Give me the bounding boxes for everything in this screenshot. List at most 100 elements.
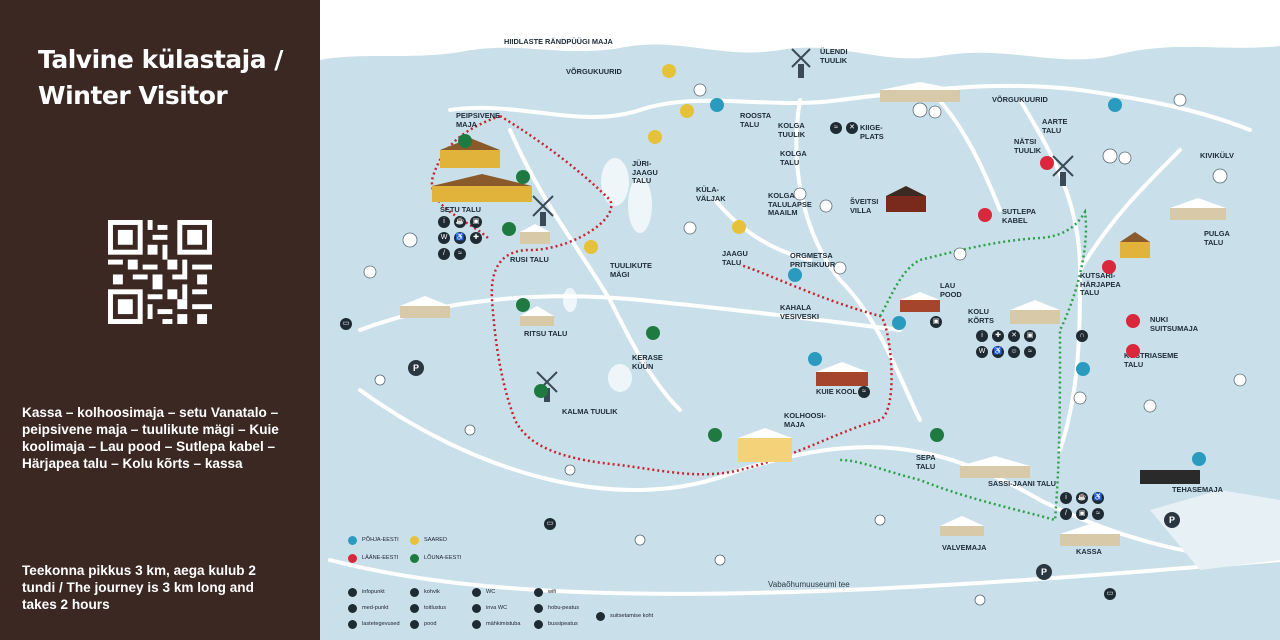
north-estonia-pin[interactable] <box>710 98 724 112</box>
label-kivikulv[interactable]: KIVIKÜLV <box>1200 151 1234 160</box>
parking-icon[interactable]: P <box>1164 512 1180 528</box>
south-estonia-pin[interactable] <box>708 428 722 442</box>
label-lau-pood[interactable]: LAU POOD <box>940 281 962 299</box>
wifi-icon[interactable]: ≈ <box>1024 346 1036 358</box>
west-estonia-pin[interactable] <box>1102 260 1116 274</box>
medical-icon[interactable]: ✚ <box>992 330 1004 342</box>
west-estonia-pin[interactable] <box>1126 344 1140 358</box>
south-estonia-pin[interactable] <box>458 134 472 148</box>
label-vorgukuurid-west[interactable]: VÕRGUKUURID <box>566 67 622 76</box>
label-tuulikute-magi[interactable]: TUULIKUTE MÄGI <box>610 261 652 279</box>
label-kuie-kool[interactable]: KUIE KOOL <box>816 387 858 396</box>
label-roosta-talu[interactable]: ROOSTA TALU <box>740 111 771 129</box>
bus-stop-icon[interactable]: ▭ <box>1104 588 1116 600</box>
islands-pin[interactable] <box>648 130 662 144</box>
wifi-icon[interactable]: ≈ <box>454 248 466 260</box>
label-orgmetsa-pritsikuur[interactable]: ORGMETSA PRITSIKUUR <box>790 251 836 269</box>
label-kula-valjak[interactable]: KÜLA-VÄLJAK <box>696 185 726 203</box>
label-kiige-plats[interactable]: KIIGE-PLATS <box>860 123 884 141</box>
smoking-icon[interactable]: / <box>1060 508 1072 520</box>
north-estonia-pin[interactable] <box>892 316 906 330</box>
info-icon[interactable]: i <box>438 216 450 228</box>
label-juri-jaagu-talu[interactable]: JÜRI-JAAGU TALU <box>632 159 658 185</box>
wc-icon[interactable]: W <box>438 232 450 244</box>
label-kostriaseme-talu[interactable]: KÖSTRIASEME TALU <box>1124 351 1179 369</box>
label-natsi-tuulik[interactable]: NÄTSI TUULIK <box>1014 137 1042 155</box>
label-peipsivene-maja[interactable]: PEIPSIVENE MAJA <box>456 111 500 129</box>
islands-pin[interactable] <box>732 220 746 234</box>
label-kerase-kuun[interactable]: KERASE KÜÜN <box>632 353 663 371</box>
label-kolu-korts[interactable]: KOLU KÕRTS <box>968 307 994 325</box>
wifi-icon[interactable]: ≈ <box>830 122 842 134</box>
west-estonia-pin[interactable] <box>1126 314 1140 328</box>
north-estonia-pin[interactable] <box>808 352 822 366</box>
bus-stop-icon[interactable]: ▭ <box>340 318 352 330</box>
south-estonia-pin[interactable] <box>502 222 516 236</box>
label-kolga-tuulik[interactable]: KOLGA TUULIK <box>778 121 806 139</box>
north-estonia-pin[interactable] <box>1192 452 1206 466</box>
label-ulendi-tuulik[interactable]: ÜLENDI TUULIK <box>820 47 848 65</box>
south-estonia-pin[interactable] <box>534 384 548 398</box>
label-kolga-talulapse-maailm[interactable]: KOLGA TALULAPSE MAAILM <box>768 191 812 217</box>
label-kolga-talu[interactable]: KOLGA TALU <box>780 149 807 167</box>
label-kalma-tuulik[interactable]: KALMA TUULIK <box>562 407 618 416</box>
label-sassi-jaani-talu[interactable]: SASSI-JAANI TALU <box>988 479 1057 488</box>
label-sveitsi-villa[interactable]: ŠVEITSI VILLA <box>850 197 879 215</box>
parking-icon[interactable]: P <box>1036 564 1052 580</box>
baby-change-icon[interactable]: ✚ <box>470 232 482 244</box>
label-pulga-talu[interactable]: PULGA TALU <box>1204 229 1230 247</box>
wifi-icon[interactable]: ≈ <box>858 386 870 398</box>
legend-service: hobu-peatus <box>548 605 580 611</box>
label-nuki-suitsumaja[interactable]: NUKI SUITSUMAJA <box>1150 315 1199 333</box>
label-tehasemaja[interactable]: TEHASEMAJA <box>1172 485 1223 494</box>
label-kassa[interactable]: KASSA <box>1076 547 1102 556</box>
restaurant-icon[interactable]: ✕ <box>1008 330 1020 342</box>
shop-icon[interactable]: ▣ <box>1024 330 1036 342</box>
label-kahala-vesiveski[interactable]: KAHALA VESIVESKI <box>780 303 820 321</box>
label-aarte-talu[interactable]: AARTE TALU <box>1042 117 1068 135</box>
shop-icon[interactable]: ▣ <box>930 316 942 328</box>
label-jaagu-talu[interactable]: JAAGU TALU <box>722 249 748 267</box>
wifi-icon[interactable]: ≈ <box>1092 508 1104 520</box>
accessible-wc-icon[interactable]: ♿ <box>454 232 466 244</box>
south-estonia-pin[interactable] <box>646 326 660 340</box>
horse-stop-icon[interactable]: ∩ <box>1076 330 1088 342</box>
baby-change-icon[interactable]: ☺ <box>1008 346 1020 358</box>
shop-icon[interactable]: ▣ <box>470 216 482 228</box>
label-kutsari-harjapea-talu[interactable]: KUTSARI-HÄRJAPEA TALU <box>1080 271 1121 297</box>
wc-icon[interactable]: W <box>976 346 988 358</box>
shop-icon[interactable]: ▣ <box>1076 508 1088 520</box>
label-rusi-talu[interactable]: RUSI TALU <box>510 255 549 264</box>
restaurant-icon[interactable]: ✕ <box>846 122 858 134</box>
info-icon[interactable]: i <box>976 330 988 342</box>
accessible-wc-icon[interactable]: ♿ <box>992 346 1004 358</box>
parking-icon[interactable]: P <box>408 360 424 376</box>
label-valvemaja[interactable]: VALVEMAJA <box>942 543 987 552</box>
south-estonia-pin[interactable] <box>516 170 530 184</box>
label-hiidlaste-randpuugi-maja[interactable]: HIIDLASTE RÄNDPÜÜGI MAJA <box>504 37 613 46</box>
museum-map[interactable]: HIIDLASTE RÄNDPÜÜGI MAJA VÕRGUKUURID ÜLE… <box>320 0 1280 640</box>
west-estonia-pin[interactable] <box>978 208 992 222</box>
north-estonia-pin[interactable] <box>788 268 802 282</box>
west-estonia-pin[interactable] <box>1040 156 1054 170</box>
legend-service: med-punkt <box>362 605 389 611</box>
cafe-icon[interactable]: ☕ <box>1076 492 1088 504</box>
accessible-wc-icon[interactable]: ♿ <box>1092 492 1104 504</box>
south-estonia-pin[interactable] <box>930 428 944 442</box>
islands-pin[interactable] <box>680 104 694 118</box>
label-kolhoosi-maja[interactable]: KOLHOOSI-MAJA <box>784 411 826 429</box>
cafe-icon[interactable]: ☕ <box>454 216 466 228</box>
islands-pin[interactable] <box>584 240 598 254</box>
info-icon[interactable]: i <box>1060 492 1072 504</box>
north-estonia-pin[interactable] <box>1076 362 1090 376</box>
label-sutlepa-kabel[interactable]: SUTLEPA KABEL <box>1002 207 1036 225</box>
label-sepa-talu[interactable]: SEPA TALU <box>916 453 936 471</box>
smoking-icon[interactable]: / <box>438 248 450 260</box>
label-vorgukuurid-east[interactable]: VÕRGUKUURID <box>992 95 1048 104</box>
label-setu-talu[interactable]: SETU TALU <box>440 205 481 214</box>
islands-pin[interactable] <box>662 64 676 78</box>
north-estonia-pin[interactable] <box>1108 98 1122 112</box>
bus-stop-icon[interactable]: ▭ <box>544 518 556 530</box>
label-ritsu-talu[interactable]: RITSU TALU <box>524 329 568 338</box>
south-estonia-pin[interactable] <box>516 298 530 312</box>
